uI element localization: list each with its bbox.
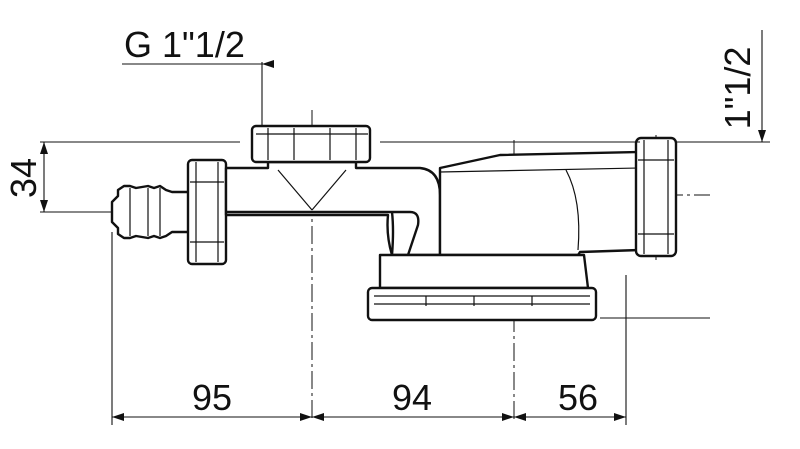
dimension-34-label: 34	[3, 158, 44, 198]
drain-tray	[366, 253, 598, 322]
left-nut	[186, 158, 228, 266]
bottom-dimensions: 95 94 56	[112, 377, 626, 421]
siphon-body	[224, 160, 442, 257]
dimension-95-label: 95	[192, 377, 232, 418]
thread-right-label: 1"1/2	[717, 47, 758, 130]
dimension-thread-right: 1"1/2	[717, 30, 766, 142]
right-nut	[634, 136, 678, 258]
dimension-94-label: 94	[392, 377, 432, 418]
thread-top-label: G 1"1/2	[124, 24, 245, 65]
dimension-thread-top: G 1"1/2	[122, 24, 274, 68]
dimension-34: 34	[3, 142, 48, 212]
top-nut	[250, 124, 372, 164]
hose-connector	[110, 184, 192, 240]
extension-lines	[40, 62, 770, 425]
right-chamber	[438, 150, 642, 257]
dimension-56-label: 56	[558, 377, 598, 418]
